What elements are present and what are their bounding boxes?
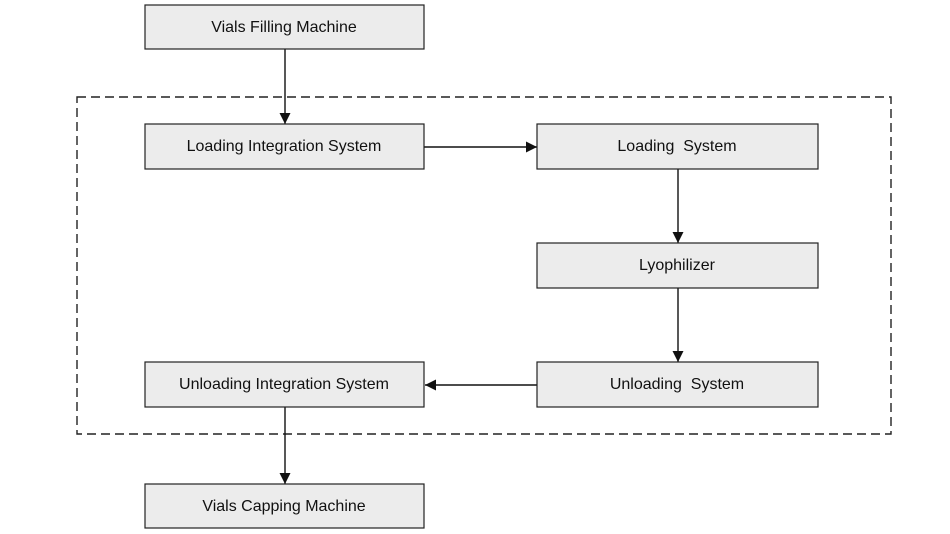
node-lyophilizer: Lyophilizer — [536, 242, 819, 289]
node-loading-system: Loading System — [536, 123, 819, 170]
node-unloading-integration-system-label: Unloading Integration System — [179, 376, 389, 393]
node-unloading-system-label: Unloading System — [610, 376, 744, 393]
node-loading-integration-system: Loading Integration System — [144, 123, 425, 170]
node-vials-filling-machine: Vials Filling Machine — [144, 4, 425, 50]
node-vials-filling-machine-label: Vials Filling Machine — [211, 19, 357, 36]
node-loading-system-label: Loading System — [617, 138, 736, 155]
node-lyophilizer-label: Lyophilizer — [639, 257, 716, 274]
node-unloading-system: Unloading System — [536, 361, 819, 408]
system-boundary — [76, 96, 892, 435]
node-vials-capping-machine-label: Vials Capping Machine — [202, 498, 365, 515]
node-unloading-integration-system: Unloading Integration System — [144, 361, 425, 408]
node-loading-integration-system-label: Loading Integration System — [187, 138, 382, 155]
node-vials-capping-machine: Vials Capping Machine — [144, 483, 425, 529]
